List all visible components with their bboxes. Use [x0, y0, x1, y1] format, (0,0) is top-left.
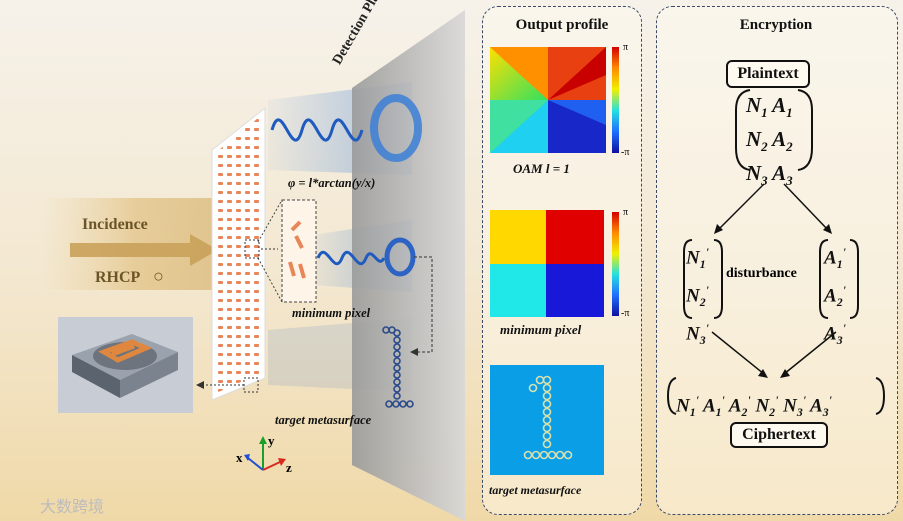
- encryption-diagram: [666, 89, 886, 415]
- right-disturbed-column: A1' A2' A3': [824, 246, 846, 348]
- matrix-row-3: N3 A3: [746, 161, 793, 189]
- plaintext-matrix: N1 A1 N2 A2 N3 A3: [746, 92, 793, 195]
- oam-label: OAM l = 1: [513, 161, 570, 176]
- pixel-phase-map: [490, 210, 604, 317]
- left-disturbed-column: N1' N2' N3': [686, 246, 709, 348]
- plaintext-box: Plaintext: [726, 60, 810, 88]
- watermark: 大数跨境: [40, 497, 105, 516]
- oam-ring: [370, 94, 422, 162]
- encryption-title: Encryption: [739, 17, 813, 33]
- ciphertext-box: Ciphertext: [730, 422, 828, 448]
- colorbar-oam-min: -π: [621, 147, 630, 158]
- oam-wave: [270, 118, 364, 142]
- target-metasurface-label: target metasurface: [275, 413, 372, 427]
- detection-plane: [352, 10, 465, 521]
- incidence-arrow: [70, 234, 218, 266]
- oam-phase-map: [490, 47, 606, 153]
- axis-triad: [244, 436, 286, 471]
- colorbar-pixel-max: π: [623, 207, 629, 218]
- colorbar-pixel-min: -π: [621, 308, 630, 319]
- colorbar-pixel: [612, 212, 619, 316]
- minimum-pixel-label: minimum pixel: [292, 306, 371, 320]
- target-dots: [382, 326, 414, 408]
- axis-z-label: z: [286, 460, 292, 475]
- rotation-icon: ○: [153, 266, 164, 286]
- colorbar-oam: [612, 47, 619, 153]
- incidence-label: Incidence: [82, 216, 148, 233]
- matrix-row-2: N2 A2: [746, 127, 793, 155]
- left-illustration: [40, 10, 465, 521]
- output-profile-title: Output profile: [515, 17, 609, 33]
- target-caption: target metasurface: [489, 483, 582, 497]
- phase-formula: φ = l*arctan(y/x): [288, 176, 376, 190]
- matrix-row-1: N1 A1: [746, 93, 793, 121]
- rhcp-label: RHCP: [95, 269, 141, 286]
- pixel-ring: [384, 237, 416, 277]
- ciphertext-sequence: N1' A1' A2' N2' N3' A3': [676, 394, 832, 420]
- output-profile-figures: [490, 47, 619, 475]
- axis-x-label: x: [236, 450, 243, 465]
- axis-y-label: y: [268, 433, 275, 448]
- target-image: [490, 365, 604, 475]
- disturbance-label: disturbance: [726, 266, 797, 281]
- colorbar-oam-max: π: [623, 42, 629, 53]
- minimum-pixel-inset: [281, 199, 317, 303]
- pixel-wave: [316, 250, 386, 266]
- pixel-caption: minimum pixel: [500, 322, 582, 337]
